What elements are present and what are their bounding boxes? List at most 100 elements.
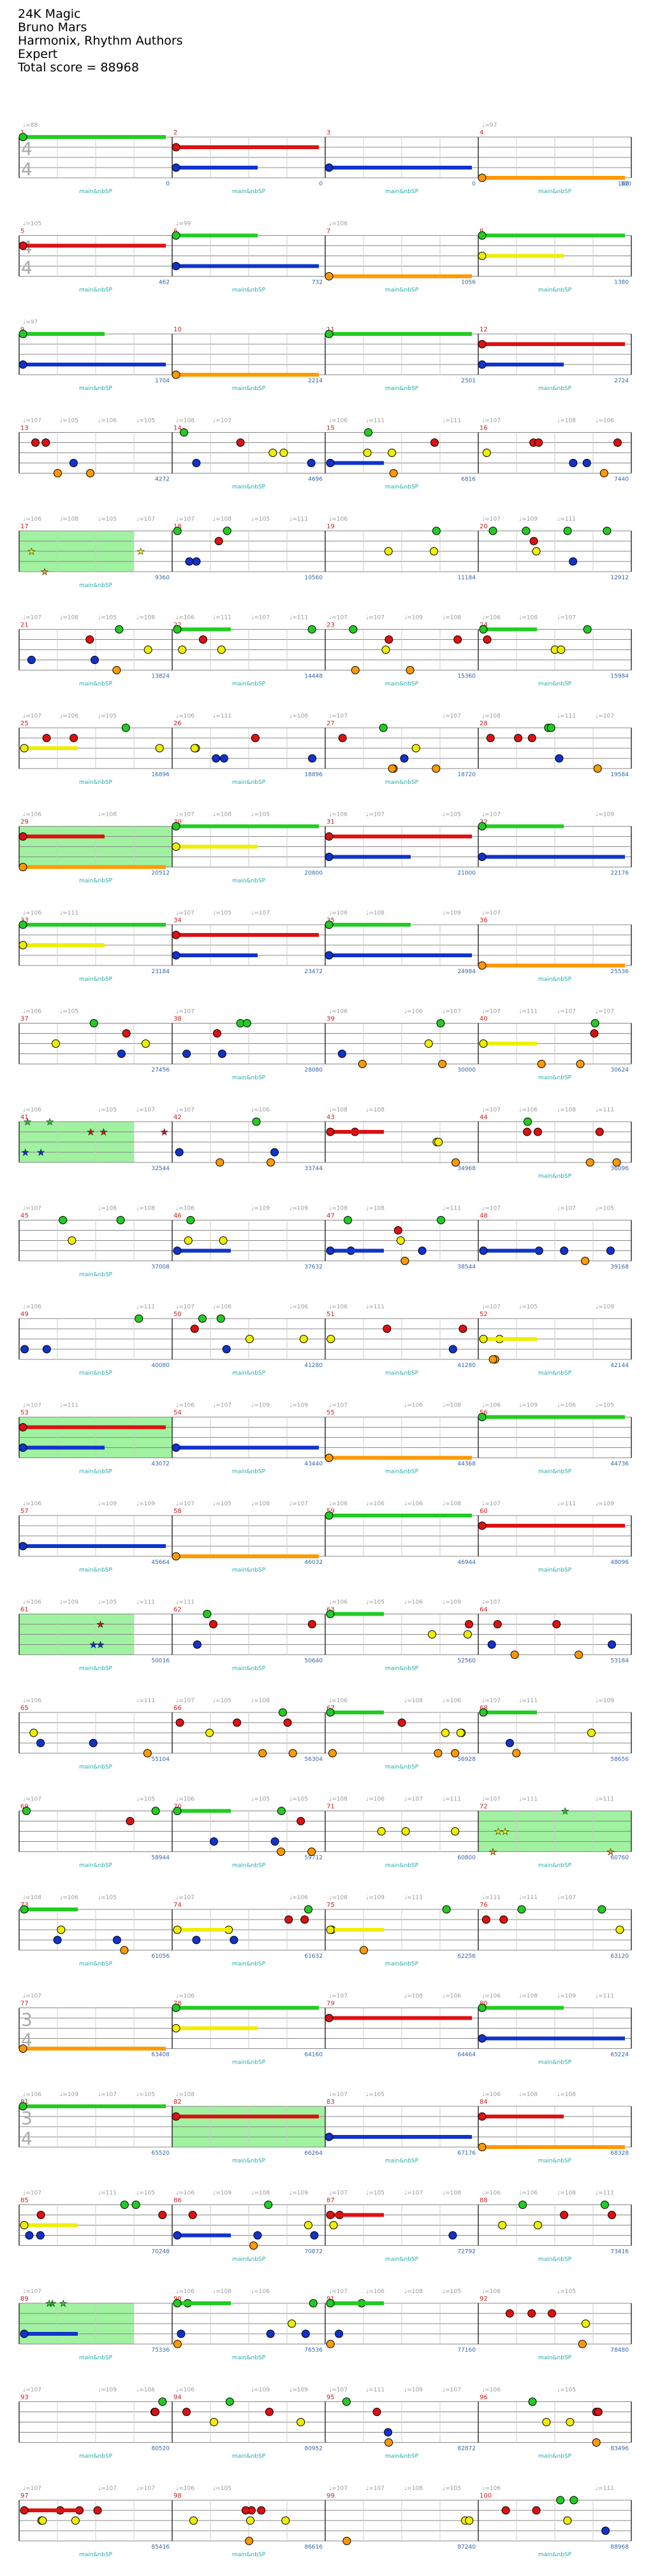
measure-score: 61632 xyxy=(304,1953,323,1960)
tempo-marker: ♩=107 xyxy=(482,1206,501,1212)
tempo-marker: ♩=108 xyxy=(329,1107,348,1113)
note-gem xyxy=(18,1444,27,1452)
measure-score: 4272 xyxy=(155,477,170,483)
note-gem xyxy=(325,272,334,280)
note-gem xyxy=(563,2516,572,2525)
tempo-marker: ♩=106 xyxy=(404,1009,423,1015)
tempo-marker: ♩=108 xyxy=(23,1895,41,1901)
note-gem xyxy=(172,1552,180,1561)
tempo-marker: ♩=108 xyxy=(136,1206,155,1212)
note-gem xyxy=(486,734,495,742)
star-note: ★ xyxy=(24,1117,32,1127)
note-gem xyxy=(493,1620,502,1628)
note-gem xyxy=(389,469,398,477)
tempo-marker: ♩=108 xyxy=(443,615,461,621)
measure-score: 0 xyxy=(166,181,170,187)
note-gem xyxy=(363,449,372,457)
section-tag: main&nbSP xyxy=(538,2552,572,2558)
tempo-marker: ♩=109 xyxy=(443,910,461,916)
tempo-marker: ♩=106 xyxy=(23,1600,41,1606)
measure-number: 80 xyxy=(480,2001,488,2008)
measure-number: 35 xyxy=(326,917,335,924)
note-gem xyxy=(598,1905,606,1914)
tempo-marker: ♩=88 xyxy=(23,122,38,129)
tempo-marker: ♩=107 xyxy=(290,1501,308,1507)
section-tag: main&nbSP xyxy=(232,2060,266,2066)
note-gem xyxy=(299,1335,308,1343)
star-note: ★ xyxy=(45,2299,54,2309)
measure-score: 380 xyxy=(620,181,631,187)
note-gem xyxy=(173,2231,182,2240)
note-gem xyxy=(600,2201,609,2209)
note-gem xyxy=(529,537,538,546)
measure-number: 18 xyxy=(173,523,182,530)
note-gem xyxy=(325,329,334,338)
star-note: ★ xyxy=(136,547,145,557)
tempo-marker: ♩=107 xyxy=(596,713,614,720)
tempo-marker: ♩=106 xyxy=(404,1600,423,1606)
measure-number: 86 xyxy=(173,2197,182,2204)
note-gem xyxy=(338,734,347,742)
measure-score: 2214 xyxy=(308,378,323,384)
note-gem xyxy=(42,1345,51,1354)
note-gem xyxy=(385,2438,393,2447)
tempo-marker: ♩=109 xyxy=(519,1403,538,1409)
note-gem xyxy=(534,438,543,447)
measure-number: 34 xyxy=(173,917,182,924)
note-gem xyxy=(116,1216,125,1224)
section-tag: main&nbSP xyxy=(79,878,113,885)
section-tag: main&nbSP xyxy=(232,1370,266,1377)
tempo-marker: ♩=105 xyxy=(136,418,155,424)
note-gem xyxy=(217,646,226,654)
note-gem xyxy=(459,1324,467,1333)
tempo-marker: ♩=106 xyxy=(329,1304,348,1310)
tempo-marker: ♩=111 xyxy=(366,418,385,424)
note-gem xyxy=(448,2231,457,2240)
star-note: ★ xyxy=(96,1640,105,1651)
note-gem xyxy=(59,1216,68,1224)
tempo-marker: ♩=108 xyxy=(329,1895,348,1901)
note-gem xyxy=(120,1946,129,1955)
measure-score: 25536 xyxy=(610,969,629,975)
note-gem xyxy=(304,2221,312,2229)
measure-number: 33 xyxy=(20,917,29,924)
note-gem xyxy=(297,1817,305,1825)
note-gem xyxy=(18,2044,27,2053)
measure-score: 20800 xyxy=(304,871,323,877)
star-note: ★ xyxy=(41,567,49,577)
note-gem xyxy=(396,1236,405,1245)
note-gem xyxy=(326,2299,335,2308)
tempo-marker: ♩=107 xyxy=(136,1107,155,1113)
note-gem xyxy=(31,438,40,447)
star-note: ★ xyxy=(489,1848,497,1858)
tempo-marker: ♩=108 xyxy=(443,1501,461,1507)
tempo-marker: ♩=111 xyxy=(136,1304,155,1310)
measure-number: 26 xyxy=(173,720,182,727)
measure-score: 63120 xyxy=(610,1953,629,1960)
tempo-marker: ♩=109 xyxy=(60,2092,78,2098)
tempo-marker: ♩=108 xyxy=(482,713,501,720)
measure-score: 13824 xyxy=(151,674,170,680)
tempo-marker: ♩=106 xyxy=(23,812,41,818)
tempo-marker: ♩=105 xyxy=(557,2289,576,2295)
measure-number: 4 xyxy=(480,129,483,136)
song-charter: Harmonix, Rhythm Authors xyxy=(18,34,183,48)
note-gem xyxy=(135,1314,143,1323)
section-tag: main&nbSP xyxy=(538,1567,572,1574)
measure-score: 9360 xyxy=(155,575,170,581)
measure-number: 42 xyxy=(173,1114,182,1121)
measure-number: 55 xyxy=(326,1410,335,1417)
note-gem xyxy=(498,2221,507,2229)
tempo-marker: ♩=109 xyxy=(519,516,538,523)
tempo-marker: ♩=105 xyxy=(366,1600,385,1606)
note-gem xyxy=(388,449,397,457)
note-gem xyxy=(120,2201,129,2209)
note-gem xyxy=(38,2516,47,2525)
section-tag: main&nbSP xyxy=(232,681,266,688)
tempo-marker: ♩=107 xyxy=(23,418,41,424)
tempo-marker: ♩=107 xyxy=(329,2190,348,2197)
measure-score: 4696 xyxy=(308,477,323,483)
tempo-marker: ♩=105 xyxy=(443,2486,461,2492)
note-gem xyxy=(566,2418,575,2426)
measure-score: 39168 xyxy=(610,1264,629,1271)
